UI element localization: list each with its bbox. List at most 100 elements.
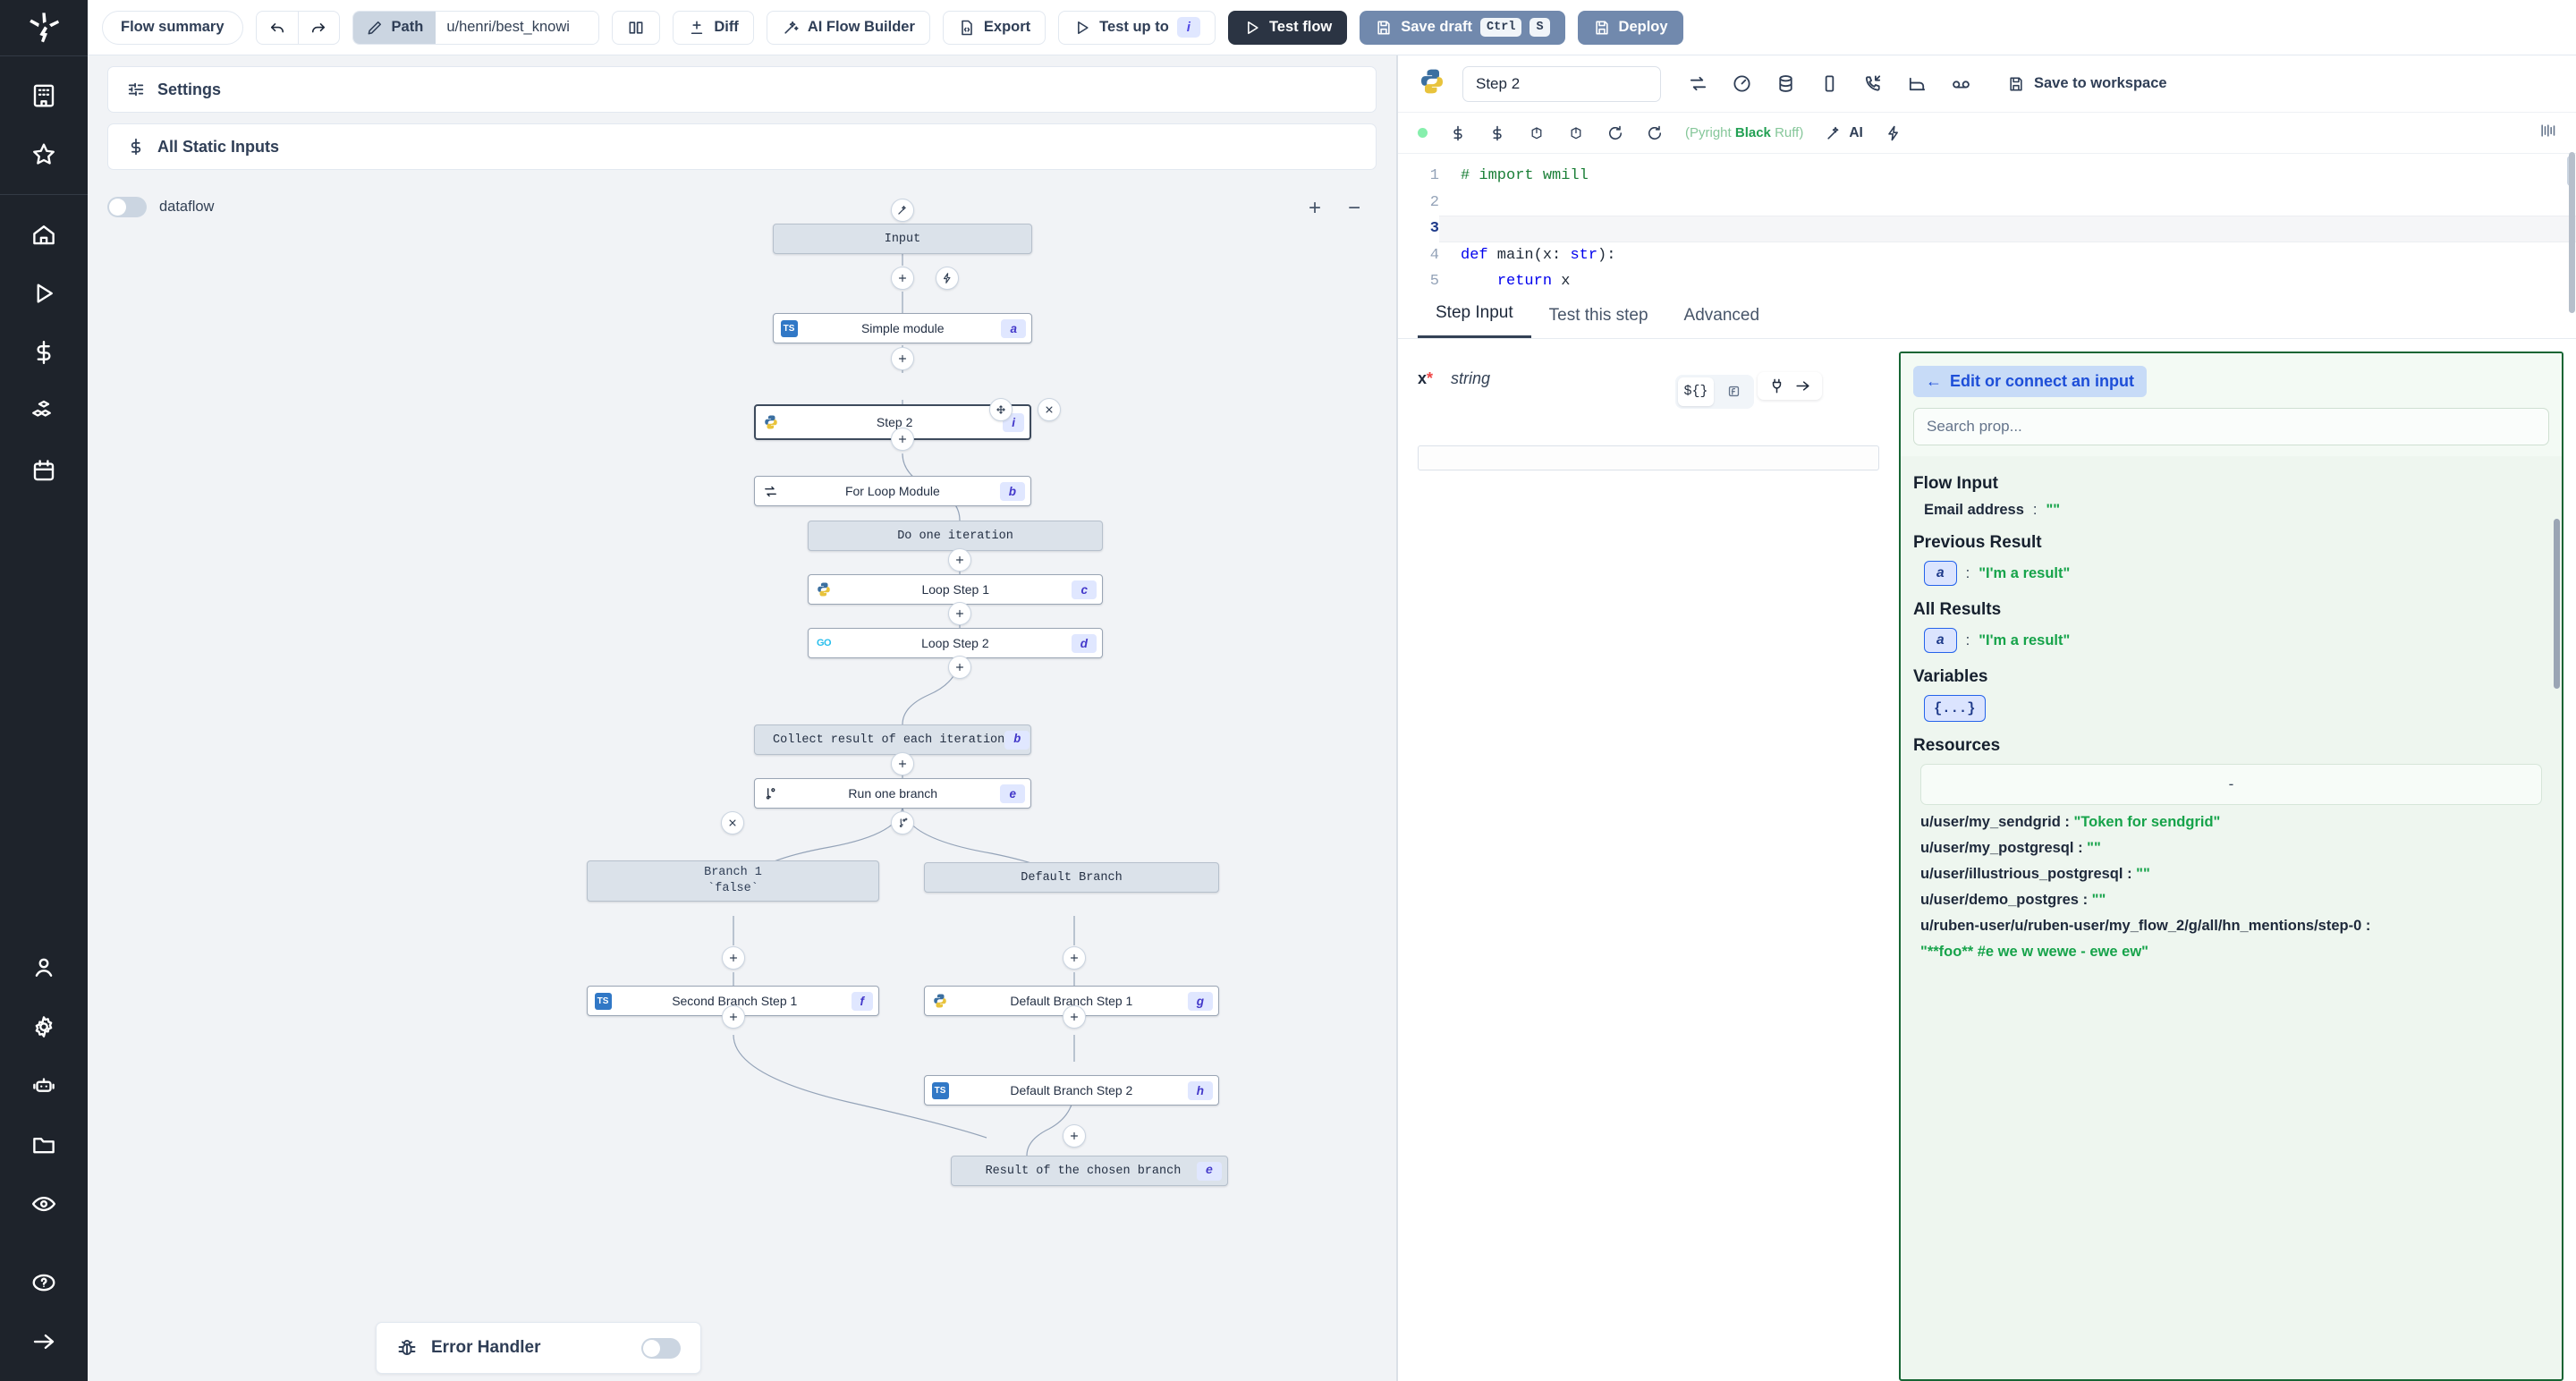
redo-button[interactable] [297,11,339,44]
add-step-handle-9[interactable] [1063,946,1086,970]
all-static-inputs-row[interactable]: All Static Inputs [107,123,1377,170]
ai-assist-button[interactable]: AI [1825,124,1863,142]
sidebar-item-workers[interactable] [19,1063,69,1109]
arg-value-input[interactable] [1418,445,1879,470]
flow-node-result-of-branch[interactable]: Result of the chosen branch e [951,1156,1228,1186]
add-step-handle-1[interactable] [891,267,914,290]
ai-flow-builder-button[interactable]: AI Flow Builder [766,10,930,45]
tab-step-input[interactable]: Step Input [1418,303,1531,338]
sidebar-item-schedules[interactable] [19,447,69,494]
flow-node-loop-step-1[interactable]: Loop Step 1 c [808,574,1103,605]
flow-node-simple-module[interactable]: TS Simple module a [773,313,1032,343]
resource-row[interactable]: u/user/my_sendgrid : "Token for sendgrid… [1920,814,2221,830]
flow-node-do-one-iteration[interactable]: Do one iteration [808,521,1103,551]
flow-node-collect-result[interactable]: Collect result of each iteration b [754,724,1031,755]
result-chip[interactable]: a [1924,628,1957,653]
add-step-handle-2[interactable] [891,347,914,370]
flow-node-loop-step-2[interactable]: GO Loop Step 2 d [808,628,1103,658]
path-field[interactable]: Path u/henri/best_knowi [352,10,600,45]
sidebar-item-favorites[interactable] [19,131,69,178]
sidebar-item-home[interactable] [19,211,69,258]
add-step-handle-11[interactable] [1063,1005,1086,1029]
resource-row[interactable]: u/user/my_postgresql : "" [1920,840,2101,856]
kv-row[interactable]: Email address : "" [1924,502,2549,519]
error-handler-toggle[interactable] [641,1337,681,1359]
ai-node-handle[interactable] [891,199,914,222]
flow-summary-button[interactable]: Flow summary [102,10,243,45]
branch-shortcut-handle[interactable] [936,267,959,290]
undo-button[interactable] [257,12,298,44]
variables-chip[interactable]: {...} [1924,695,1986,722]
flow-node-default-branch-step-2[interactable]: TS Default Branch Step 2 h [924,1075,1219,1106]
remove-branch-handle[interactable] [721,811,744,835]
settings-row[interactable]: Settings [107,66,1377,113]
sidebar-item-help[interactable] [19,1259,69,1306]
search-prop-input[interactable]: Search prop... [1913,408,2549,445]
add-step-handle-10[interactable] [722,1005,745,1029]
add-step-handle-3[interactable] [891,428,914,451]
sidebar-item-audit-logs[interactable] [19,1181,69,1227]
connect-group[interactable] [1758,372,1823,400]
kv-row[interactable]: {...} [1924,695,2549,722]
tab-advanced[interactable]: Advanced [1683,306,1760,325]
edit-or-connect-input-button[interactable]: ← Edit or connect an input [1913,366,2147,397]
docs-button[interactable] [612,10,661,45]
sidebar-item-variables[interactable] [19,329,69,376]
export-button[interactable]: Export [942,10,1046,45]
flow-node-branch-1[interactable]: Branch 1 `false` [587,860,879,902]
sidebar-item-expand[interactable] [19,1318,69,1365]
path-input[interactable]: u/henri/best_knowi [436,11,599,44]
resource-row[interactable]: u/user/demo_postgres : "" [1920,892,2106,908]
add-step-handle-8[interactable] [722,946,745,970]
function-mode-button[interactable] [1716,377,1751,406]
sidebar-item-resources[interactable] [19,388,69,435]
save-to-workspace-button[interactable]: Save to workspace [2007,75,2167,93]
sidebar-item-workspace[interactable] [19,72,69,119]
save-draft-button[interactable]: Save draft Ctrl S [1360,10,1565,45]
error-handler-panel[interactable]: Error Handler [376,1322,701,1374]
connect-panel-scrollbar[interactable] [2554,519,2560,689]
flow-canvas[interactable]: dataflow + − [88,181,1396,1381]
zoom-in-button[interactable]: + [1308,196,1321,220]
windmill-logo-icon[interactable] [0,0,88,55]
result-chip[interactable]: a [1924,561,1957,586]
delete-node-handle[interactable] [1038,398,1061,421]
template-mode-button[interactable]: ${} [1678,377,1714,406]
code-text[interactable]: # import wmill def main(x: str): return … [1439,154,2576,292]
flow-node-run-one-branch[interactable]: Run one branch e [754,778,1031,809]
sidebar-item-settings[interactable] [19,1004,69,1050]
kv-row[interactable]: a : "I'm a result" [1924,628,2549,653]
resources-selector[interactable]: - [1920,764,2542,805]
flow-node-default-branch[interactable]: Default Branch [924,862,1219,893]
code-editor[interactable]: 1 2 3 4 5 # import wmill def main(x: str… [1398,154,2576,292]
flow-node-default-branch-step-1[interactable]: Default Branch Step 1 g [924,986,1219,1016]
resource-row[interactable]: u/user/illustrious_postgresql : "" [1920,866,2150,882]
sidebar-item-runs[interactable] [19,270,69,317]
dataflow-toggle[interactable] [107,197,147,217]
add-step-handle-7[interactable] [891,752,914,775]
arg-name: x* [1418,369,1434,387]
add-step-handle-4[interactable] [948,548,971,572]
flow-node-for-loop[interactable]: For Loop Module b [754,476,1031,506]
add-branch-handle[interactable] [891,811,914,835]
add-step-handle-12[interactable] [1063,1124,1086,1148]
sidebar-item-folders[interactable] [19,1122,69,1168]
deploy-button[interactable]: Deploy [1577,10,1683,45]
tab-test-this-step[interactable]: Test this step [1548,306,1648,325]
zoom-out-button[interactable]: − [1347,196,1360,220]
right-pane-scrollbar[interactable] [2569,152,2575,313]
step-name-input[interactable]: Step 2 [1462,65,1661,102]
minimap-icon[interactable] [2538,122,2556,144]
flow-node-input[interactable]: Input [773,224,1032,254]
diff-button[interactable]: Diff [673,10,754,45]
add-step-handle-6[interactable] [948,656,971,679]
test-flow-button[interactable]: Test flow [1227,10,1348,45]
kv-row[interactable]: a : "I'm a result" [1924,561,2549,586]
add-step-handle-5[interactable] [948,602,971,625]
test-up-to-button[interactable]: Test up to i [1058,10,1216,45]
sidebar-item-users[interactable] [19,945,69,991]
move-node-handle[interactable] [989,398,1013,421]
pane-divider[interactable] [1396,55,1398,1381]
dataflow-toggle-group[interactable]: dataflow [107,197,214,217]
resource-row[interactable]: u/ruben-user/u/ruben-user/my_flow_2/g/al… [1920,918,2371,934]
